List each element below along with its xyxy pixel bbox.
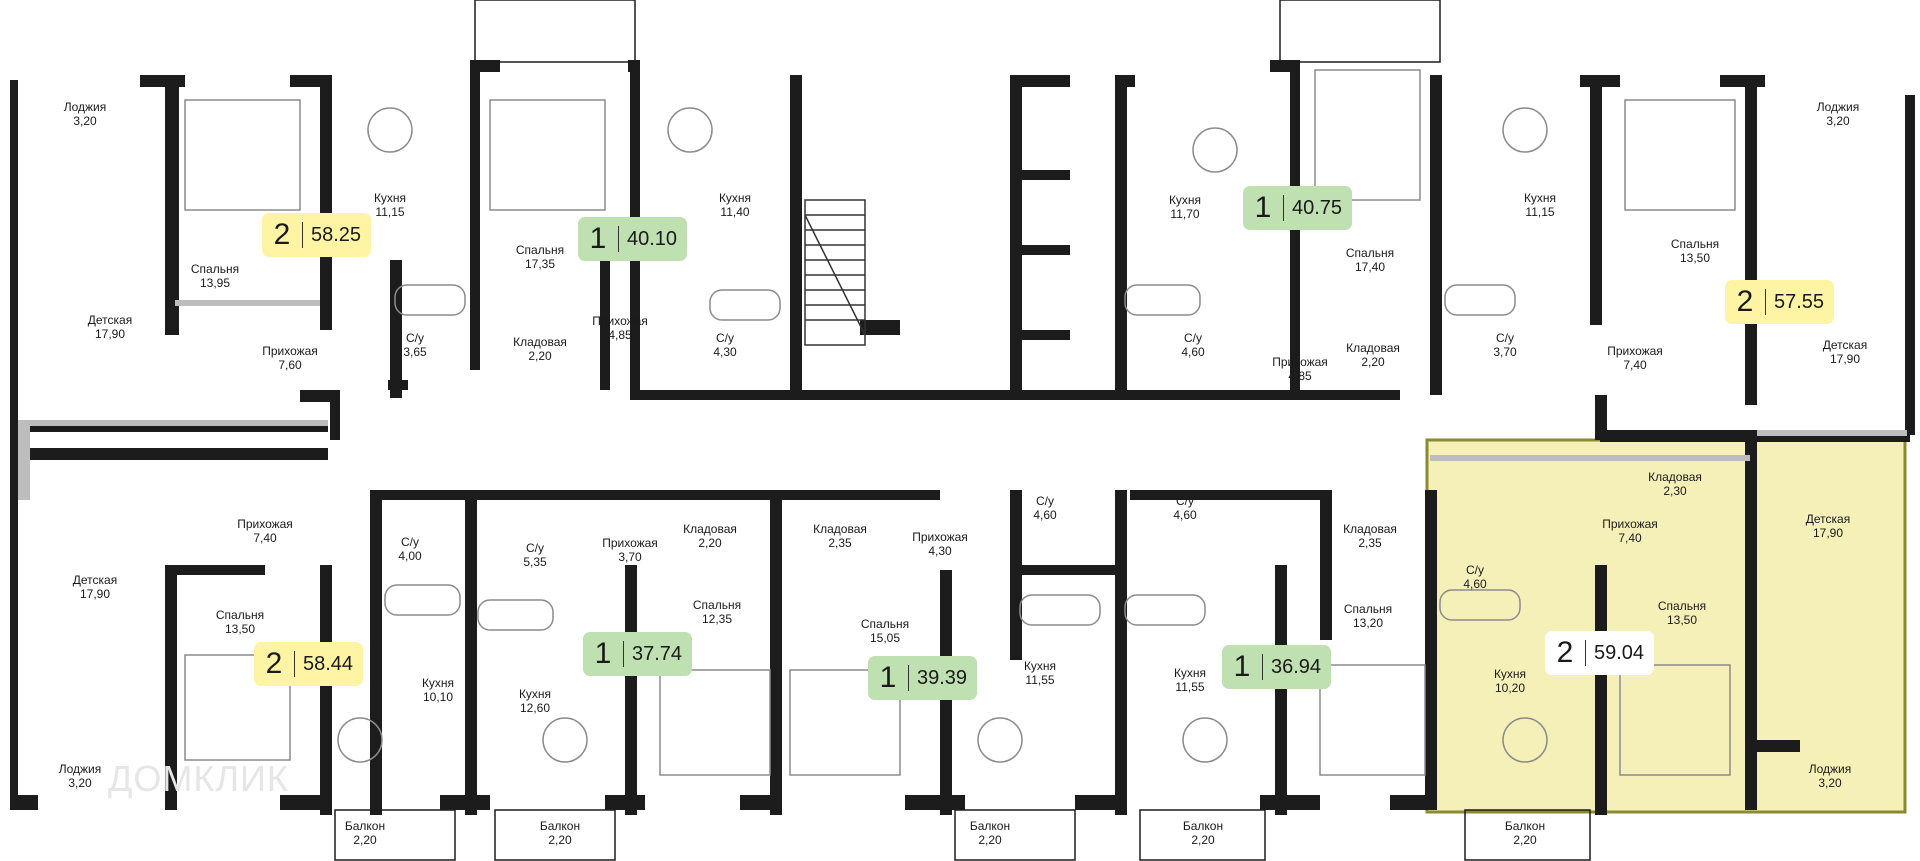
highlighted-apartment-fill[interactable] — [1425, 438, 1907, 814]
bathtub-icon — [1019, 594, 1101, 626]
bed-icon — [1624, 99, 1736, 211]
bathtub-icon — [394, 284, 466, 316]
bed-icon — [184, 99, 301, 211]
bed-icon — [789, 669, 901, 776]
bed-icon — [489, 99, 606, 211]
bathtub-icon — [384, 584, 461, 616]
bathtub-icon — [1444, 284, 1516, 316]
bathtub-icon — [477, 599, 554, 631]
dining-table-icon — [367, 107, 413, 153]
windows — [18, 300, 1907, 500]
balconies — [334, 0, 1591, 861]
bathtub-icon — [1439, 589, 1521, 621]
dining-table-icon — [1502, 107, 1548, 153]
walls — [10, 60, 1915, 815]
bathtub-icon — [709, 289, 781, 321]
dining-table-icon — [1192, 127, 1238, 173]
dining-table-icon — [542, 717, 588, 763]
dining-table-icon — [337, 717, 383, 763]
dining-table-icon — [1182, 717, 1228, 763]
dining-table-icon — [977, 717, 1023, 763]
watermark: ДОМКЛИК — [108, 758, 289, 799]
bed-icon — [1619, 664, 1731, 776]
bathtub-icon — [1124, 284, 1201, 316]
bed-icon — [659, 669, 771, 776]
dining-table-icon — [1502, 717, 1548, 763]
dining-table-icon — [667, 107, 713, 153]
furniture — [184, 69, 1736, 776]
bed-icon — [184, 654, 291, 761]
bathtub-icon — [1124, 594, 1206, 626]
bed-icon — [1314, 69, 1421, 201]
staircase — [804, 199, 866, 346]
bed-icon — [1319, 664, 1426, 776]
